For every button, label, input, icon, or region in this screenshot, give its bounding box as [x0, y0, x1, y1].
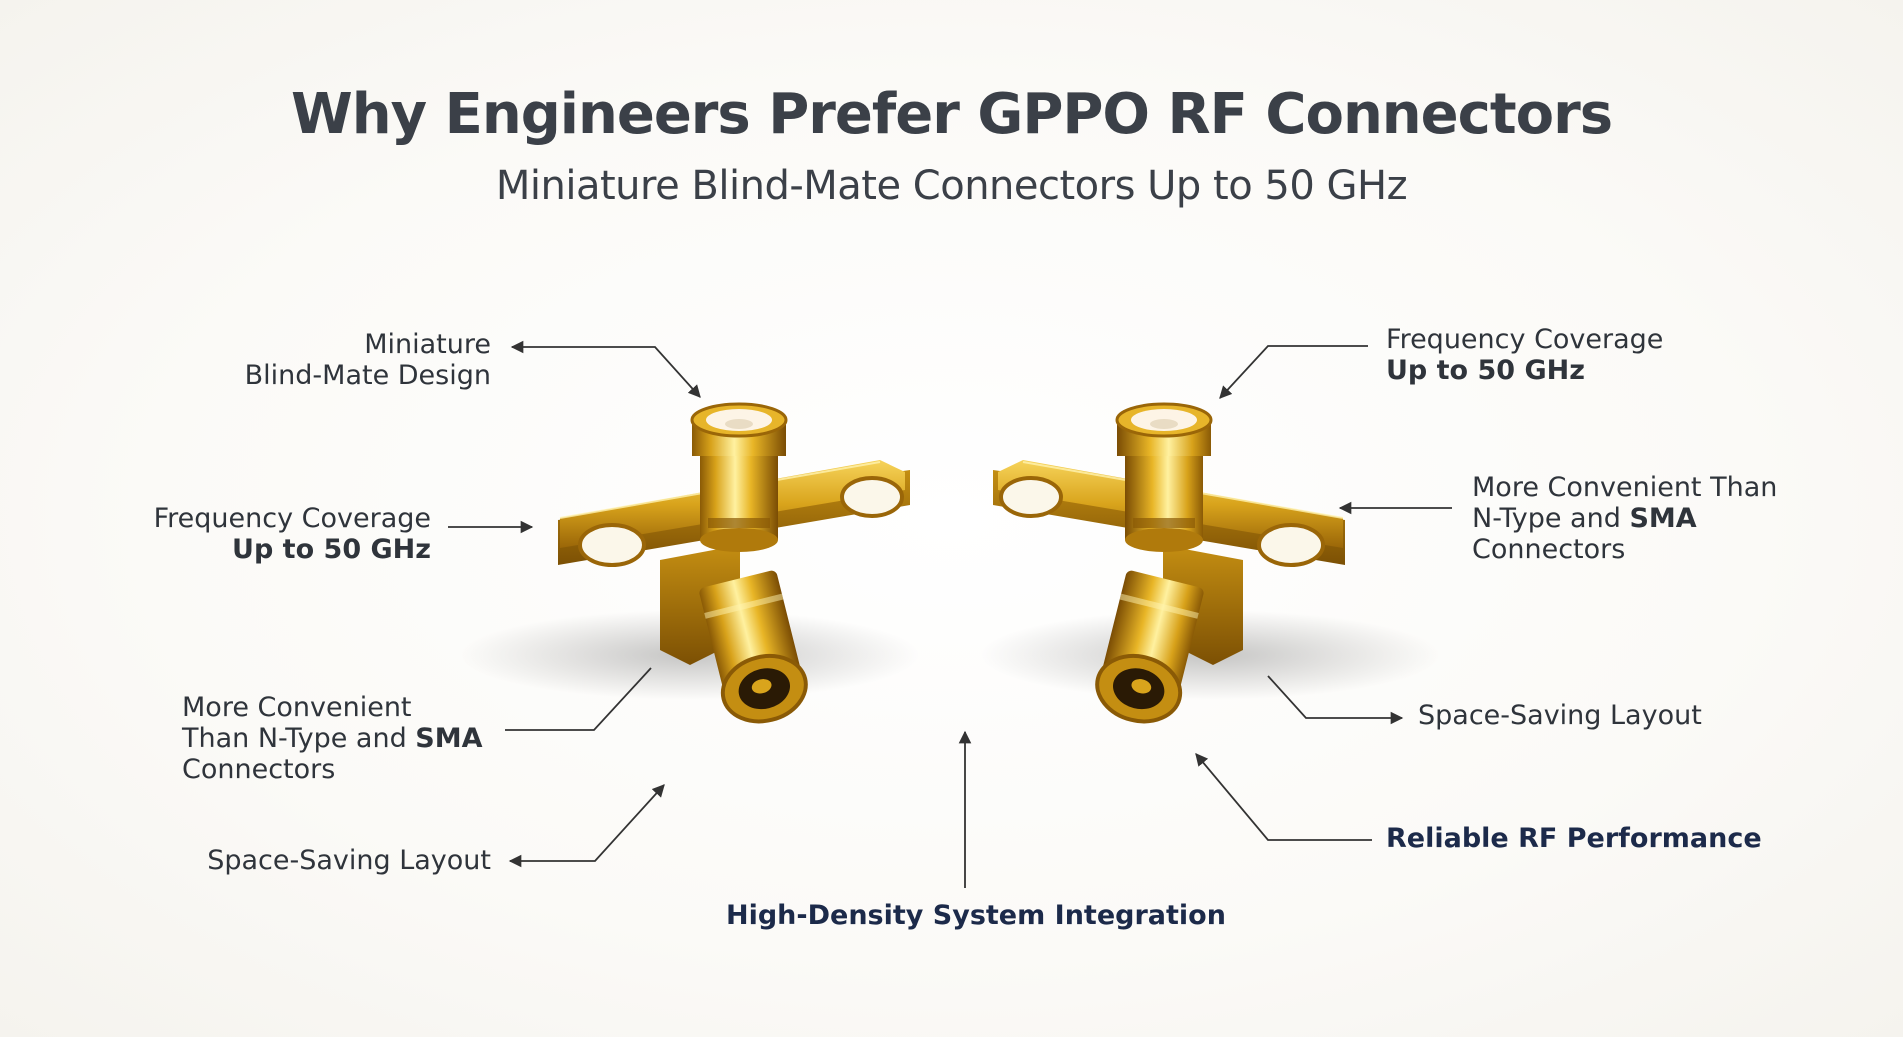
label-convenient-left: More Convenient Than N-Type and SMA Conn…	[182, 692, 483, 785]
arrow-convenient-left	[505, 667, 652, 731]
label-miniature-blind-mate: Miniature Blind-Mate Design	[244, 329, 491, 391]
label-frequency-right: Frequency Coverage Up to 50 GHz	[1386, 324, 1664, 386]
arrow-frequency-right	[1219, 345, 1368, 399]
gppo-connector-right	[993, 402, 1345, 724]
label-space-saving-right: Space-Saving Layout	[1418, 700, 1702, 731]
page-subtitle: Miniature Blind-Mate Connectors Up to 50…	[495, 163, 1408, 209]
label-space-saving-left: Space-Saving Layout	[207, 845, 491, 876]
label-high-density: High-Density System Integration	[726, 900, 1226, 931]
label-reliable-rf: Reliable RF Performance	[1386, 823, 1762, 854]
arrow-space-right	[1267, 675, 1404, 725]
label-convenient-right: More Convenient Than N-Type and SMA Conn…	[1472, 472, 1778, 565]
page-title: Why Engineers Prefer GPPO RF Connectors	[290, 82, 1613, 147]
label-frequency-left: Frequency Coverage Up to 50 GHz	[153, 503, 431, 565]
arrow-reliable-right	[1195, 753, 1372, 841]
gppo-connector-left	[558, 402, 910, 724]
arrow-miniature-left	[510, 340, 701, 398]
arrow-space-left	[508, 784, 665, 868]
